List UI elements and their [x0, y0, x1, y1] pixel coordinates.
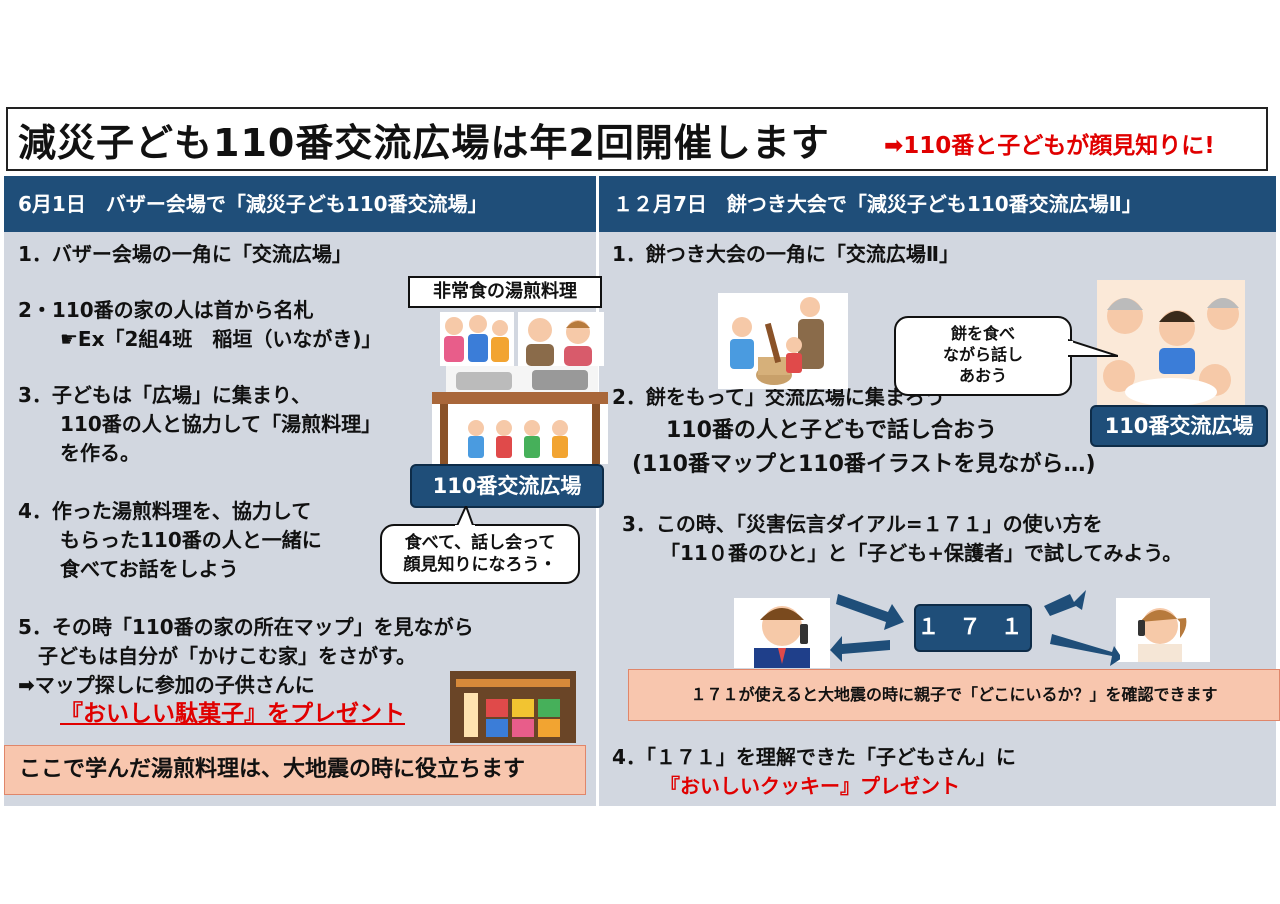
page-title: 減災子ども110番交流広場は年2回開催します [18, 121, 830, 165]
right-item-4a: 4．「１７１」を理解できた「子どもさん」に [612, 745, 1016, 769]
bubble-tail-right [1068, 338, 1118, 357]
candy-shop-illustration [450, 671, 576, 743]
left-item-2a: 2・110番の家の人は首から名札 [18, 298, 314, 322]
right-item-4b: 『おいしいクッキー』プレゼント [660, 774, 960, 798]
right-item-2c: (110番マップと110番イラストを見ながら…) [632, 452, 1096, 477]
phone-man-illustration [734, 598, 830, 668]
right-note: １７１が使えると大地震の時に親子で「どこにいるか？」を確認できます [628, 669, 1280, 721]
left-header: 6月1日 バザー会場で「減災子ども110番交流場」 [4, 176, 596, 232]
children-illustration [432, 392, 608, 464]
cooking-pot-illustration [446, 366, 598, 394]
right-item-2a: 2．餅をもって」交流広場に集まろう [612, 385, 945, 409]
right-header: １２月7日 餅つき大会で「減災子ども110番交流広場Ⅱ」 [599, 176, 1276, 232]
left-item-3a: 3．子どもは「広場」に集まり、 [18, 383, 312, 407]
label-plaza-right: 110番交流広場 [1090, 405, 1268, 447]
left-item-3b: 110番の人と協力して「湯煎料理」 [60, 412, 382, 436]
speech-bubble-right: 餅を食べ ながら話し あおう [894, 316, 1072, 396]
left-footer-note: ここで学んだ湯煎料理は、大地震の時に役立ちます [4, 745, 586, 795]
left-item-5c: ➡マップ探しに参加の子供さんに [18, 673, 315, 697]
left-item-5a: 5．その時「110番の家の所在マップ」を見ながら [18, 615, 474, 639]
left-item-5b: 子どもは自分が「かけこむ家」をさがす。 [38, 644, 416, 668]
page-subtitle: ➡110番と子どもが顔見知りに! [884, 133, 1215, 159]
people-illustration [440, 312, 514, 366]
bubble-tail-left [454, 506, 476, 528]
left-item-3c: を作る。 [60, 441, 140, 465]
left-item-4a: 4．作った湯煎料理を、協力して [18, 499, 312, 523]
left-item-4b: もらった110番の人と一緒に [60, 528, 322, 552]
right-item-1: 1．餅つき大会の一角に「交流広場Ⅱ」 [612, 242, 960, 266]
left-item-5d: 『おいしい駄菓子』をプレゼント [60, 701, 405, 727]
left-item-2b: ☛Ex「2組4班 稲垣（いながき)」 [60, 327, 382, 351]
rice-pounding-illustration [718, 293, 848, 389]
label-food: 非常食の湯煎料理 [408, 276, 602, 308]
arrow-icon [830, 590, 1120, 666]
title-box [6, 107, 1268, 171]
right-item-3b: 「11０番のひと」と「子ども+保護者」で試してみよう。 [660, 541, 1183, 565]
left-item-1: 1．バザー会場の一角に「交流広場」 [18, 242, 352, 266]
right-item-2b: 110番の人と子どもで話し合おう [666, 418, 998, 443]
speech-bubble-left: 食べて、話し会って 顔見知りになろう・ [380, 524, 580, 584]
dial-171-box: １ ７ １ [914, 604, 1032, 652]
phone-woman-illustration [1116, 598, 1210, 662]
table-talk-illustration [1097, 280, 1245, 410]
right-item-3a: 3．この時、「災害伝言ダイアル=１７１」の使い方を [622, 512, 1103, 536]
left-item-4c: 食べてお話をしよう [60, 557, 239, 581]
label-plaza-left: 110番交流広場 [410, 464, 604, 508]
elderly-illustration [518, 312, 604, 366]
